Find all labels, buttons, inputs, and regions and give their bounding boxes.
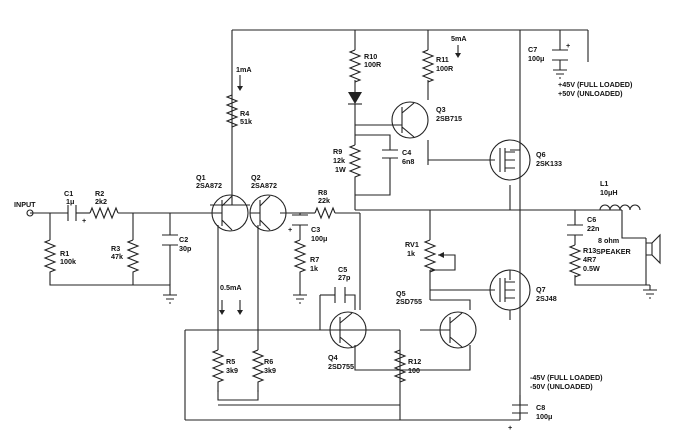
labels: INPUT C1 1μ R2 2k2 R1 100k R3 47k C2 30p…	[14, 34, 633, 421]
c7-value: 100μ	[528, 54, 544, 63]
supply-pos-unloaded: +50V (UNLOADED)	[558, 89, 623, 98]
r8-value: 22k	[318, 196, 330, 205]
c3-ref: C3	[311, 225, 320, 234]
r1-ref: R1	[60, 249, 69, 258]
svg-text:+: +	[508, 423, 512, 432]
c7-ref: C7	[528, 45, 537, 54]
speaker-label: SPEAKER	[596, 247, 632, 256]
r6-value: 3k9	[264, 366, 276, 375]
r10-ref: R10	[364, 52, 377, 61]
r4-value: 51k	[240, 117, 252, 126]
q6-ref: Q6	[536, 150, 546, 159]
r3-value: 47k	[111, 252, 123, 261]
c1-ref: C1	[64, 189, 73, 198]
speaker-value: 8 ohm	[598, 236, 619, 245]
c1-value: 1μ	[66, 197, 74, 206]
q5-ref: Q5	[396, 289, 406, 298]
svg-text:+: +	[288, 225, 292, 234]
r9-value2: 1W	[335, 165, 346, 174]
c4-ref: C4	[402, 148, 411, 157]
r12-ref: R12	[408, 357, 421, 366]
current-1ma: 1mA	[236, 65, 252, 74]
r8-ref: R8	[318, 188, 327, 197]
component-symbols	[26, 49, 661, 414]
svg-text:+: +	[82, 216, 86, 225]
supply-pos: +45V (FULL LOADED)	[558, 80, 633, 89]
current-05ma: 0.5mA	[220, 283, 242, 292]
svg-text:+: +	[566, 41, 570, 50]
c5-ref: C5	[338, 265, 347, 274]
supply-neg-unloaded: -50V (UNLOADED)	[530, 382, 593, 391]
r2-ref: R2	[95, 189, 104, 198]
c6-value: 22n	[587, 224, 599, 233]
supply-neg: -45V (FULL LOADED)	[530, 373, 603, 382]
q1-ref: Q1	[196, 173, 206, 182]
rv1-value: 1k	[407, 249, 415, 258]
q1-value: 2SA872	[196, 181, 222, 190]
c5-value: 27p	[338, 273, 351, 282]
r10-value: 100R	[364, 60, 382, 69]
r4-ref: R4	[240, 109, 249, 118]
c3-value: 100μ	[311, 234, 327, 243]
c8-value: 100μ	[536, 412, 552, 421]
q5-value: 2SD755	[396, 297, 422, 306]
r2-value: 2k2	[95, 197, 107, 206]
r13-ref: R13	[583, 246, 596, 255]
q3-value: 2SB715	[436, 114, 462, 123]
r1-value: 100k	[60, 257, 76, 266]
r13-value2: 0.5W	[583, 264, 600, 273]
q4-ref: Q4	[328, 353, 338, 362]
r9-value: 12k	[333, 156, 345, 165]
c2-ref: C2	[179, 235, 188, 244]
l1-value: 10μH	[600, 188, 618, 197]
r3-ref: R3	[111, 244, 120, 253]
input-terminal	[26, 209, 34, 217]
q7-ref: Q7	[536, 285, 546, 294]
r12-value: 100	[408, 366, 420, 375]
l1-ref: L1	[600, 179, 608, 188]
c6-ref: C6	[587, 215, 596, 224]
r6-ref: R6	[264, 357, 273, 366]
q4-value: 2SD755	[328, 362, 354, 371]
r7-value: 1k	[310, 264, 318, 273]
r7-ref: R7	[310, 255, 319, 264]
wires	[30, 29, 651, 421]
q2-ref: Q2	[251, 173, 261, 182]
r5-ref: R5	[226, 357, 235, 366]
q6-value: 2SK133	[536, 159, 562, 168]
q7-value: 2SJ48	[536, 294, 557, 303]
q3-ref: Q3	[436, 105, 446, 114]
input-label: INPUT	[14, 200, 36, 209]
current-5ma: 5mA	[451, 34, 467, 43]
r11-value: 100R	[436, 64, 454, 73]
c4-value: 6n8	[402, 157, 414, 166]
q2-value: 2SA872	[251, 181, 277, 190]
polarity-marks: + + + +	[82, 41, 570, 432]
c2-value: 30p	[179, 244, 192, 253]
c8-ref: C8	[536, 403, 545, 412]
current-arrows	[219, 45, 461, 315]
rv1-ref: RV1	[405, 240, 419, 249]
r11-ref: R11	[436, 55, 449, 64]
r5-value: 3k9	[226, 366, 238, 375]
r13-value: 4R7	[583, 255, 596, 264]
r9-ref: R9	[333, 147, 342, 156]
